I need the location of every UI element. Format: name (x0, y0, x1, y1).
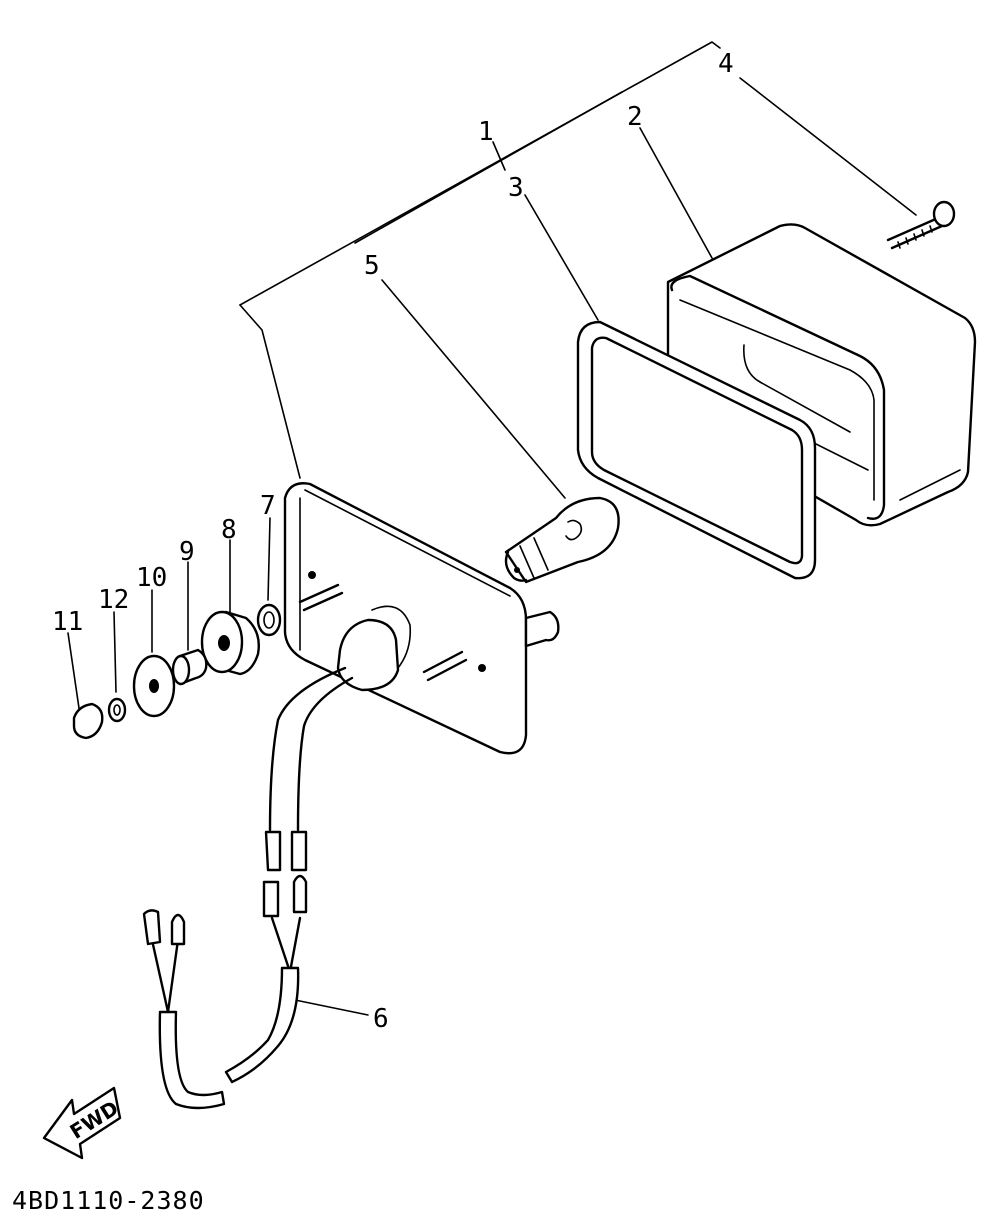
callout-6: 6 (373, 1004, 389, 1034)
screw (886, 200, 956, 250)
callout-11: 11 (52, 607, 83, 637)
part-11-nut (72, 702, 104, 740)
callout-1: 1 (478, 117, 494, 147)
callout-12: 12 (98, 585, 129, 615)
callout-8: 8 (221, 515, 237, 545)
leader-lines (67, 77, 917, 1016)
fwd-direction-arrow: FWD (42, 1086, 123, 1160)
callout-2: 2 (627, 102, 643, 132)
wire-harness (142, 666, 354, 1110)
callout-4: 4 (718, 49, 734, 79)
callout-labels: 1 2 3 4 5 6 7 8 9 10 11 12 (52, 49, 734, 1034)
lamp-housing (283, 482, 560, 755)
bulb (504, 496, 620, 584)
mounting-hardware (72, 603, 282, 740)
callout-9: 9 (179, 537, 195, 567)
assembly-bracket (239, 41, 721, 479)
callout-7: 7 (260, 491, 276, 521)
diagram-part-code: 4BD1110-2380 (12, 1186, 205, 1215)
callout-10: 10 (136, 563, 167, 593)
gasket (576, 320, 817, 580)
part-7-washer (256, 603, 282, 637)
part-12-spring-washer (107, 697, 127, 723)
callout-5: 5 (364, 251, 380, 281)
callout-3: 3 (508, 173, 524, 203)
